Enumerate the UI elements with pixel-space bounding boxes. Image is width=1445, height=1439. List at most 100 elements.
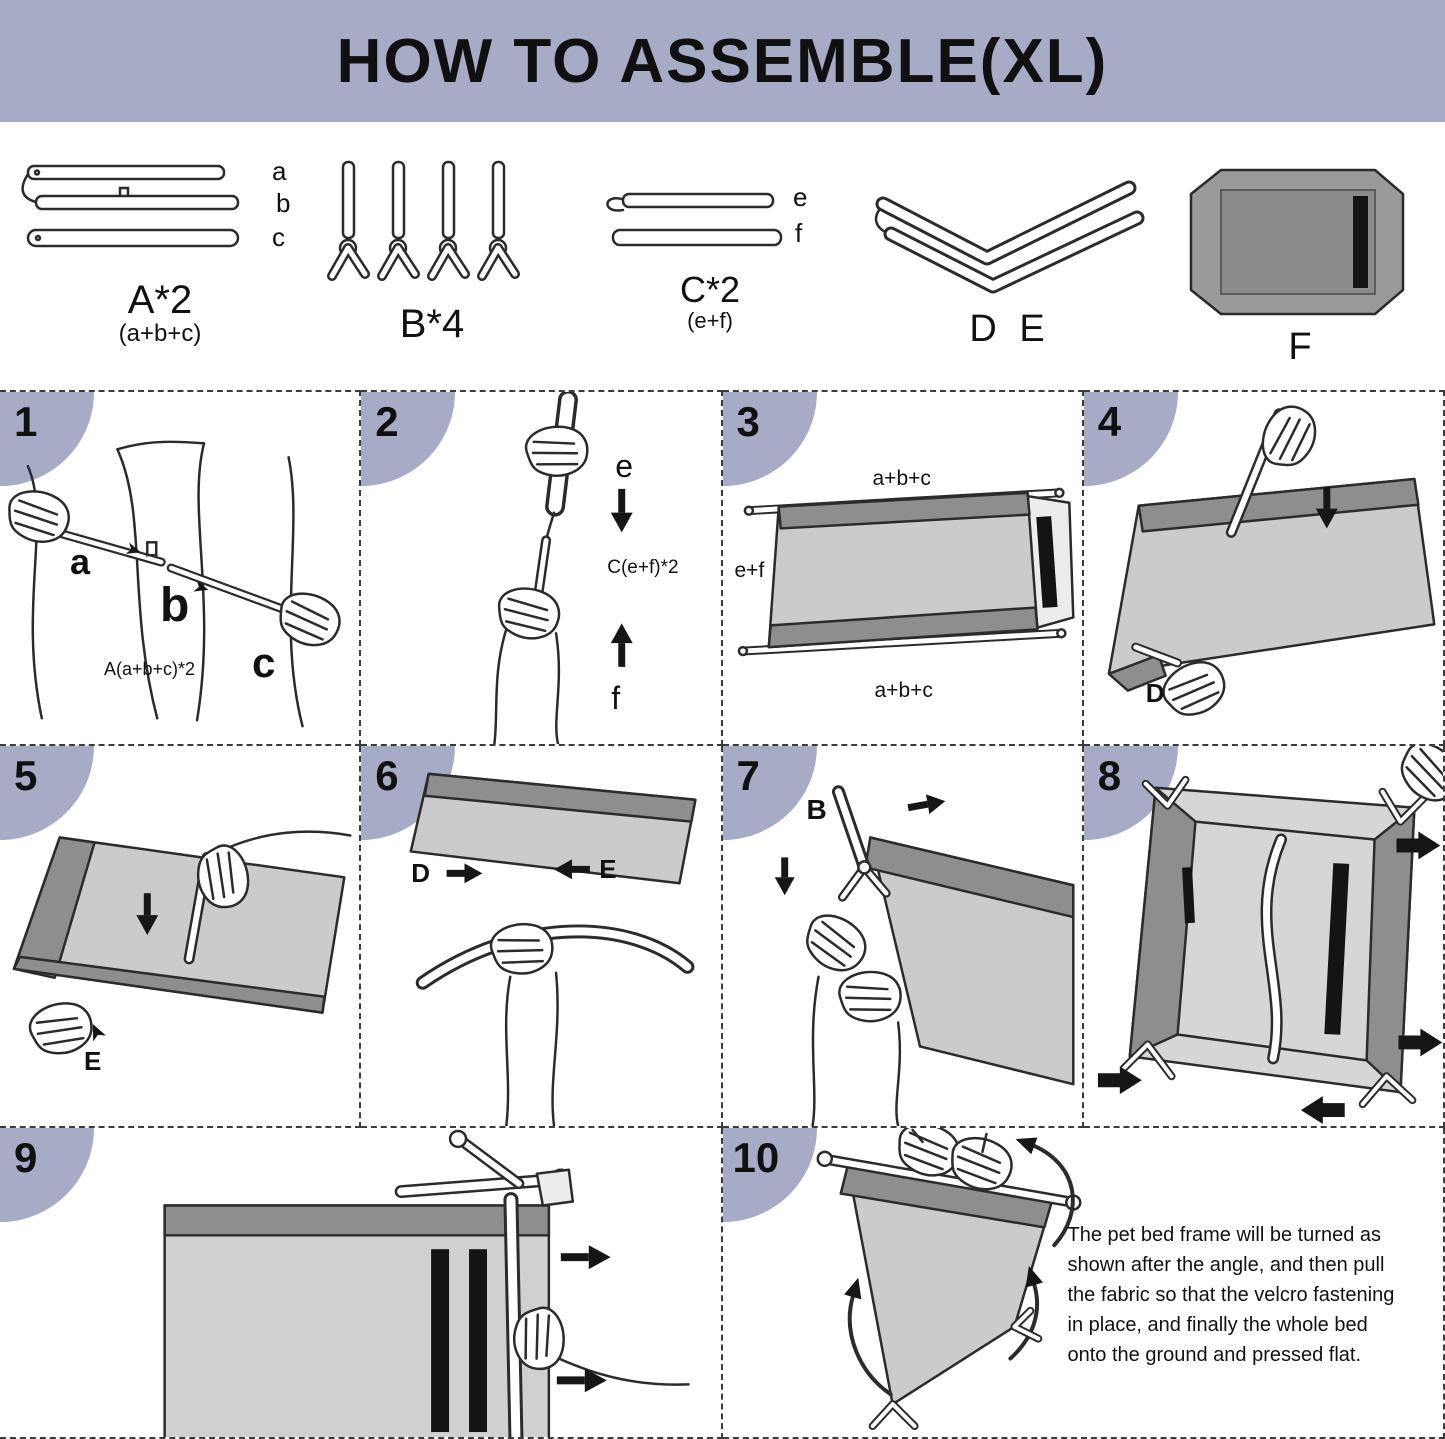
step-7-label-b: B [806,794,827,825]
legs-b-illustration [327,160,520,281]
page-title: HOW TO ASSEMBLE(XL) [336,26,1109,96]
part-group-a: a b c A*2 (a+b+c) [20,156,300,347]
velcro-strip [1324,863,1349,1035]
step-4-illustration [1107,405,1436,716]
step-3: 3 a+b+c e+f a+b+c [722,390,1084,746]
hand-upper [525,425,589,477]
step-7: 7 [722,746,1084,1128]
step-1-label-a: a [70,541,91,582]
step-1-label-b: b [160,579,190,632]
hand-holding-bar [196,844,250,909]
part-f-art [1185,164,1415,320]
step-2-number: 2 [375,398,399,445]
step-1-illustration [8,440,341,728]
rotate-arrow-icon [1015,1137,1037,1155]
part-de-art [865,174,1155,302]
step-5-number: 5 [14,752,38,799]
part-c-name: C*2 [679,269,741,310]
step-9: 9 [0,1128,723,1439]
part-group-de: D E [865,174,1155,348]
step-1: 1 a b c A( [0,390,362,746]
part-group-f: F [1185,164,1415,366]
step-1-number: 1 [14,398,38,445]
pole-b-label: b [276,188,291,218]
arrow-right-icon [560,1245,611,1270]
part-a-subname: (a+b+c) [118,320,202,347]
hand-gripping-pole [513,1306,565,1371]
step-2-formula: C(e+f)*2 [607,557,679,578]
hand-corner [1162,661,1226,716]
pole-c-label: c [272,222,285,252]
hand-right [279,592,341,647]
hand-upper [805,914,866,972]
part-b-art [327,158,537,296]
small-arrow-icon [125,542,141,554]
step-6-number: 6 [375,752,399,799]
pole-a-label: a [272,156,287,186]
step-6-illustration [409,772,697,1126]
fabric-f-illustration [1189,168,1405,316]
parts-overview: a b c A*2 (a+b+c) [0,122,1445,390]
hand-gripping-bar [490,922,554,975]
arrow-up-icon [611,623,633,667]
step-2: 2 e [361,390,723,746]
hand-top [1261,405,1317,467]
step-3-label-left: e+f [734,559,765,582]
step-1-label-c: c [252,639,276,686]
step-6: 6 D E [361,746,723,1128]
step-3-number: 3 [736,398,760,445]
step-2-label-f: f [611,680,621,716]
arrow-down-icon [1315,486,1338,529]
part-de-name: D E [969,308,1051,350]
step-2-label-e: e [615,448,634,484]
arrow-left-icon [554,859,591,880]
step-8: 8 [1083,746,1445,1128]
part-group-b: B*4 [322,158,542,344]
part-c-subname: (e+f) [687,308,733,333]
step-10: 10 [722,1128,1445,1439]
poles-c-illustration [606,192,783,247]
rotate-arrow-icon [843,1277,861,1300]
step-10-illustration [816,1128,1082,1431]
small-arrow-icon [92,1024,106,1042]
step-6-label-d: D [411,858,431,888]
part-group-c: e f C*2 (e+f) [595,182,825,333]
step-2-illustration [493,392,633,744]
step-10-note: The pet bed frame will be turned as show… [1067,1224,1395,1366]
step-5-label-e: E [84,1046,102,1076]
velcro-strip [469,1249,487,1433]
fabric-panel [163,1204,551,1437]
velcro-strip [1181,867,1195,924]
arrow-down-icon [611,488,633,533]
part-f-name: F [1288,326,1312,368]
arrow-down-icon [136,893,159,936]
hand-right [950,1136,1013,1191]
step-7-illustration [774,785,1075,1126]
rotate-arrow-icon [1025,1265,1043,1288]
arrow-right-icon [1097,1066,1142,1095]
step-3-label-bottom: a+b+c [874,679,933,702]
pole-f-label: f [795,218,803,248]
step-9-illustration [163,1129,690,1437]
arrow-left-icon [1300,1096,1345,1125]
arrow-right-icon [906,794,945,815]
part-a-art: a b c [20,156,300,272]
step-3-label-top: a+b+c [872,467,931,490]
hand-left [8,490,70,543]
page-header: HOW TO ASSEMBLE(XL) [0,0,1445,122]
steps-row-3: 9 [0,1128,1445,1439]
step-5-illustration [12,830,352,1055]
steps-row-2: 5 E [0,746,1445,1128]
step-7-number: 7 [736,752,760,799]
step-4: 4 D [1083,390,1445,746]
step-5: 5 E [0,746,362,1128]
step-10-number: 10 [732,1134,780,1181]
velcro-strip [431,1249,450,1433]
pole-e-label: e [793,182,808,212]
arrow-right-icon [446,863,483,884]
steps-row-1: 1 a b c A( [0,390,1445,746]
poles-a-illustration [21,164,240,248]
step-4-number: 4 [1097,398,1122,445]
hand-corner [28,1002,93,1055]
